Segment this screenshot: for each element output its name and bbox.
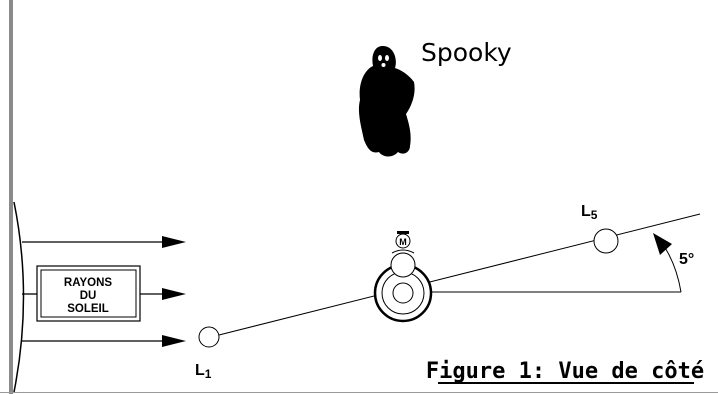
m-marker-head: [395, 233, 411, 249]
l1-label: L1: [195, 362, 212, 381]
l5-point: [593, 228, 619, 254]
sight-line: [218, 213, 701, 336]
sun-boundary-curve: [13, 201, 25, 393]
ray-bottom-arrowhead: [162, 335, 186, 347]
ghost-left-eye: [378, 55, 382, 61]
moon-body: [390, 252, 416, 278]
angle-label: 5°: [679, 251, 694, 268]
l1-label-main: L: [195, 362, 205, 379]
l5-label-main: L: [581, 203, 591, 220]
angle-arrowhead: [653, 233, 672, 255]
m-marker-hat: [397, 231, 409, 234]
l1-label-sub: 1: [205, 367, 212, 381]
ghost-label: Spooky: [421, 38, 512, 67]
ray-top-arrowhead: [162, 236, 186, 248]
sun-rays-label-box: RAYONS DU SOLEIL: [22, 265, 141, 322]
left-border-strip: [9, 0, 13, 394]
ghost-mouth: [381, 63, 386, 67]
l5-label: L5: [581, 203, 598, 222]
ray-middle-arrowhead: [162, 288, 186, 300]
l5-label-sub: 5: [591, 208, 598, 222]
m-marker-letter: M: [399, 237, 407, 247]
earth-system: [373, 252, 433, 323]
sun-box-line3: SOLEIL: [67, 303, 109, 315]
ghost-figure: [358, 46, 415, 157]
earth-center: [392, 282, 414, 304]
ghost-right-eye: [385, 55, 389, 61]
m-marker-shoulders: [391, 249, 415, 254]
sun-box-line2: DU: [80, 290, 97, 302]
sun-box-line1: RAYONS: [64, 277, 112, 289]
ghost-body: [358, 46, 415, 157]
m-marker-figure: M: [391, 231, 415, 254]
sun-box-inner: [40, 269, 137, 318]
figure-caption: Figure 1: Vue de côté: [426, 359, 704, 384]
l1-point: [198, 326, 220, 348]
sun-box-outer: [36, 265, 141, 322]
sun-rays: [22, 236, 186, 347]
